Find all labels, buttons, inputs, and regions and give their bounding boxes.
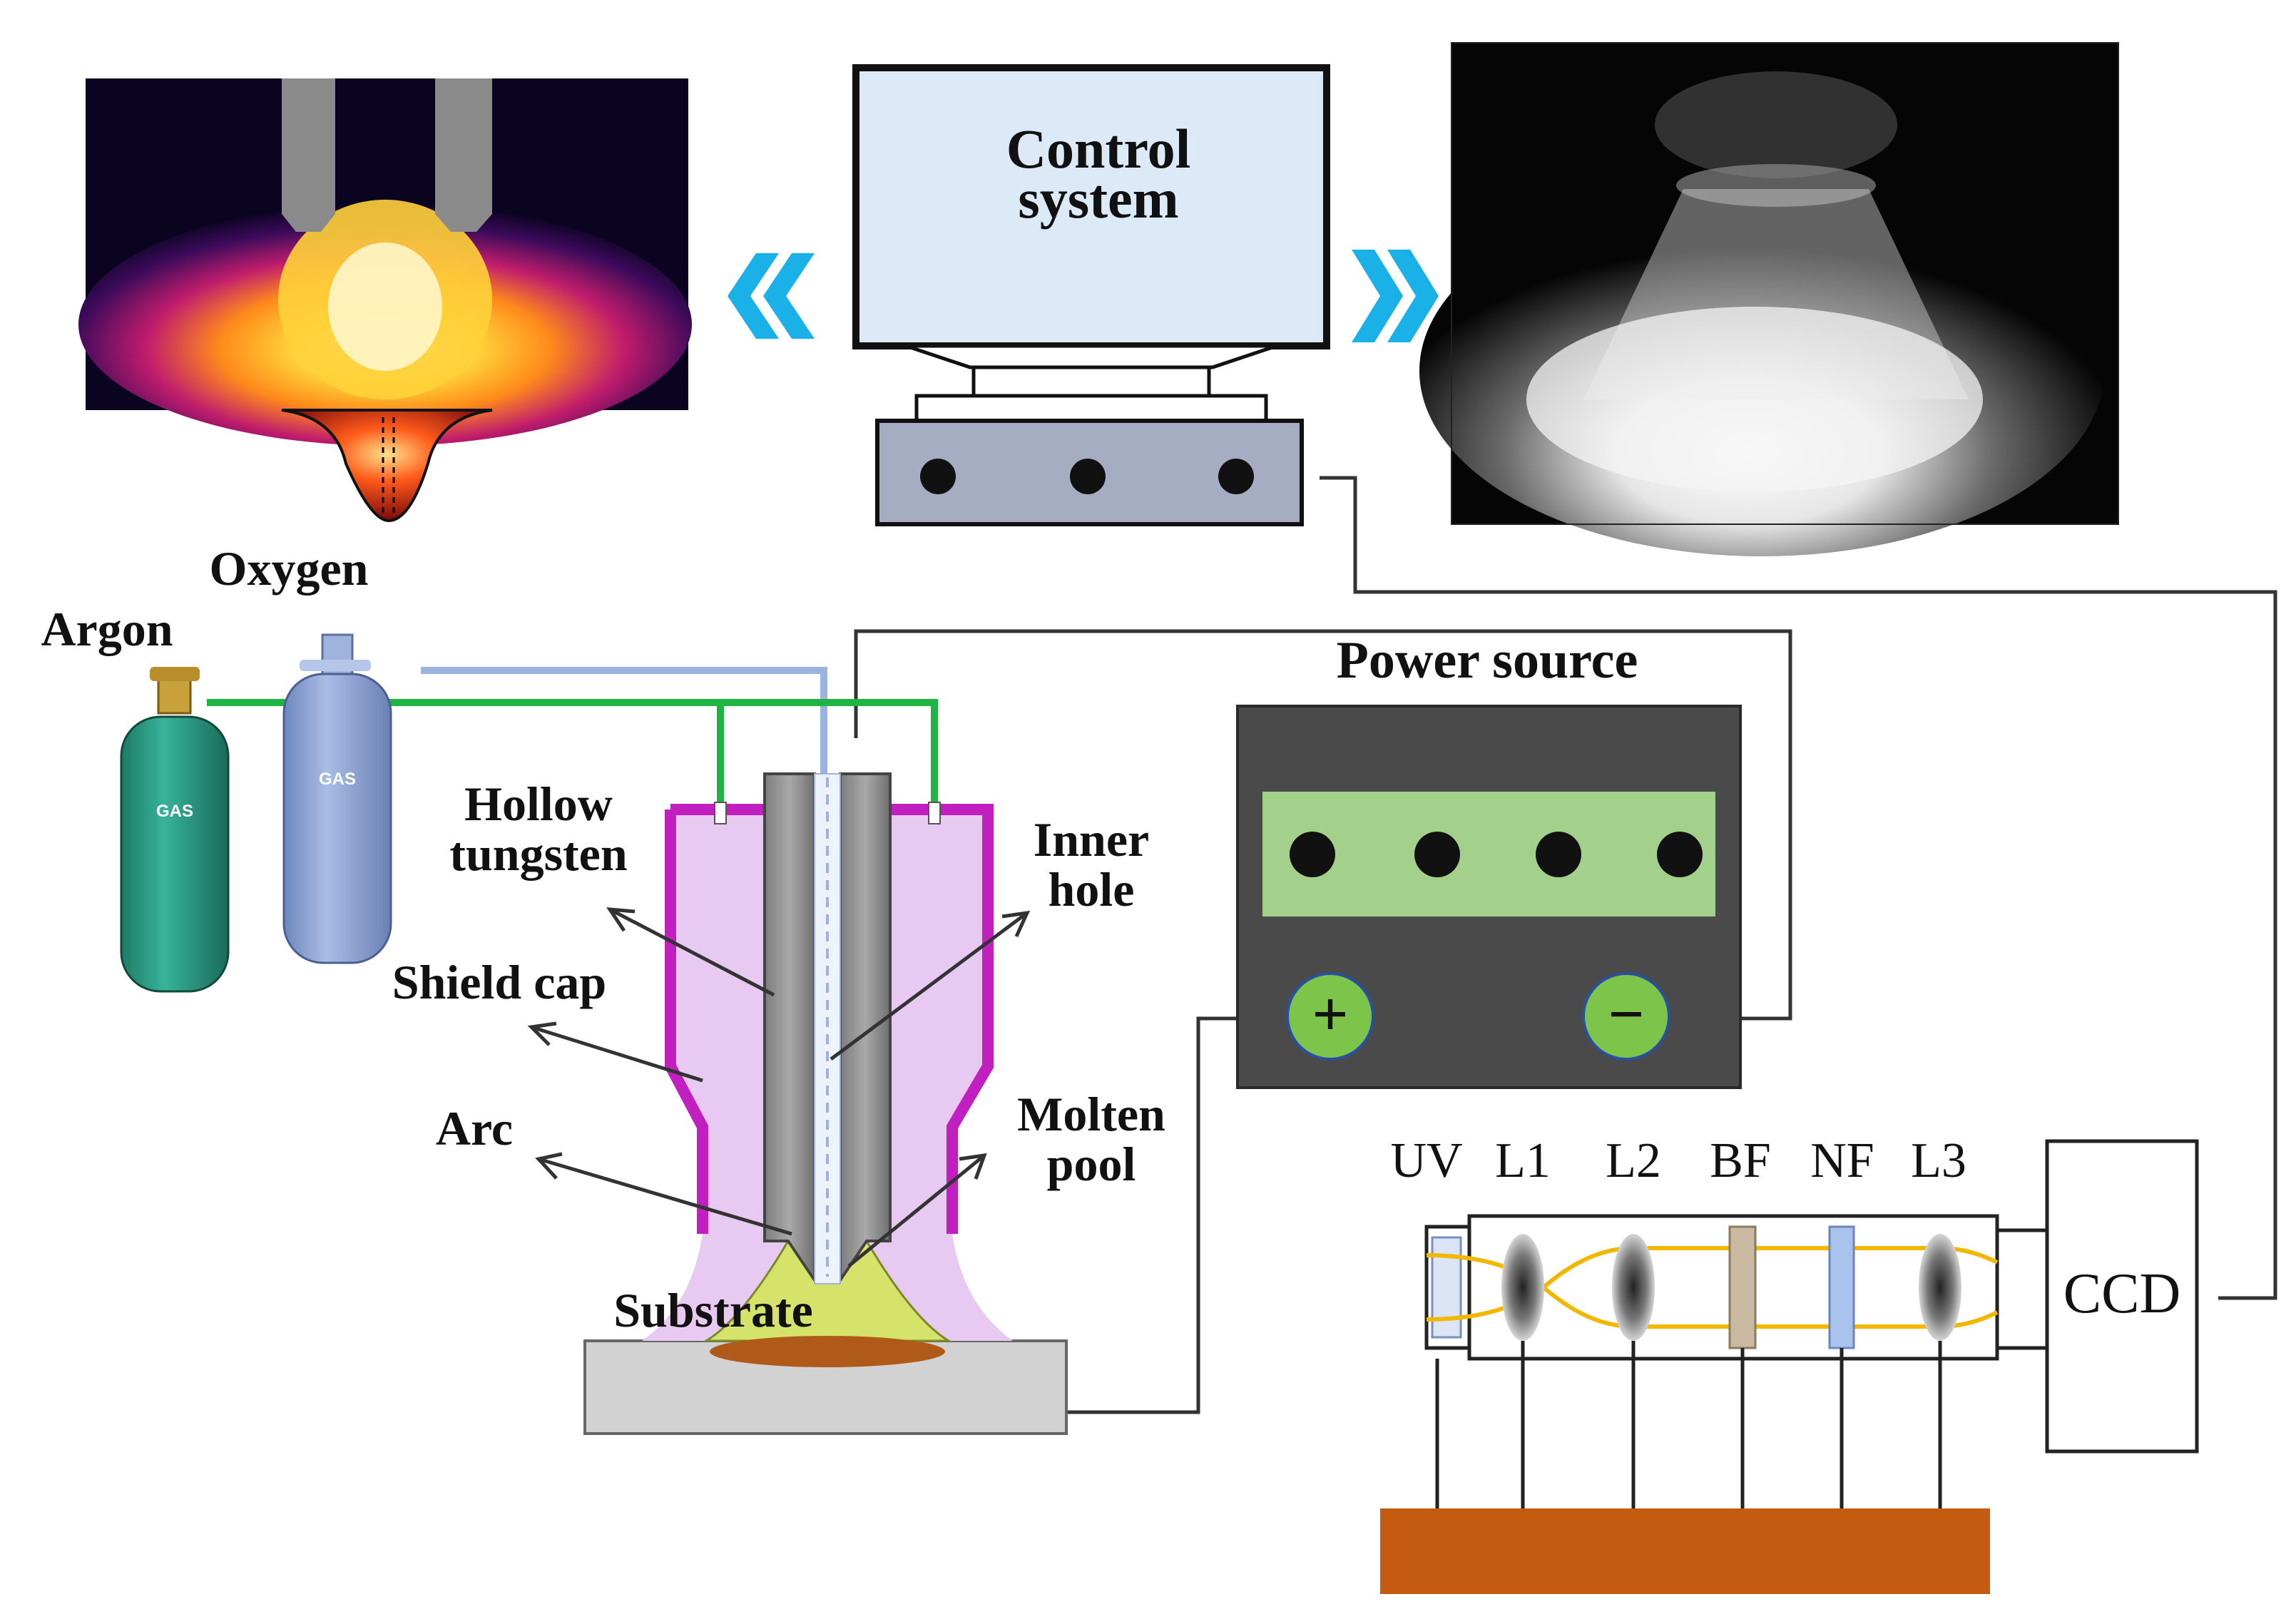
optic-label-bf: BF xyxy=(1710,1133,1771,1188)
shield-cap-left xyxy=(665,809,708,1234)
bandpass-filter xyxy=(1728,1225,1757,1349)
simulation-image xyxy=(78,78,692,523)
pool-bottom xyxy=(710,1336,945,1367)
tungsten-right xyxy=(839,772,892,1285)
ccd-label: CCD xyxy=(2063,1262,2181,1325)
minus-sign: − xyxy=(1608,979,1644,1050)
molten-pool-label-line2: pool xyxy=(1047,1137,1136,1191)
optic-label-l2: L2 xyxy=(1606,1133,1661,1188)
argon-gas-line xyxy=(207,699,938,817)
substrate-label: Substrate xyxy=(613,1283,813,1337)
optical-element-labels: UV L1 L2 BF NF L3 xyxy=(1390,1133,1966,1188)
inner-hole xyxy=(814,773,841,1285)
inner-hole-label-line2: hole xyxy=(1048,862,1135,916)
hollow-tungsten-label-line2: tungsten xyxy=(449,827,627,881)
ccd-camera: CCD xyxy=(2045,1139,2199,1454)
optical-bench xyxy=(1380,1214,2049,1594)
uv-filter xyxy=(1431,1236,1462,1339)
oxygen-gas-line xyxy=(421,667,827,774)
double-chevron-left-icon xyxy=(728,253,815,339)
torch-pointer-arrows xyxy=(527,907,1031,1267)
control-system-label-line1: Control xyxy=(1006,118,1191,180)
lens-l1 xyxy=(1501,1234,1544,1341)
molten-pool-label-line1: Molten xyxy=(1017,1087,1165,1141)
argon-cylinder: GAS xyxy=(120,667,230,993)
shield-cap-label: Shield cap xyxy=(392,955,606,1009)
inner-hole-label-line1: Inner xyxy=(1034,812,1149,867)
tungsten-left xyxy=(763,772,816,1285)
arc-photograph xyxy=(1419,42,2119,556)
optic-label-l1: L1 xyxy=(1495,1133,1551,1188)
plus-sign: + xyxy=(1312,979,1348,1050)
negative-terminal xyxy=(1582,972,1670,1061)
power-source: + − xyxy=(1236,705,1742,1089)
power-source-label: Power source xyxy=(1337,631,1638,690)
oxygen-label: Oxygen xyxy=(210,541,369,596)
oxygen-cylinder: GAS xyxy=(282,633,392,964)
hollow-tungsten-label-line1: Hollow xyxy=(464,777,613,831)
control-system-label-line2: system xyxy=(1018,168,1178,230)
optical-table xyxy=(1380,1508,1990,1594)
double-chevron-right-icon xyxy=(1352,250,1439,342)
oxygen-gas-tag: GAS xyxy=(319,770,356,789)
notch-filter xyxy=(1828,1225,1855,1349)
optic-label-nf: NF xyxy=(1810,1133,1874,1188)
molten-pool xyxy=(702,1240,953,1342)
control-system-monitor: Control system xyxy=(852,64,1330,526)
positive-terminal xyxy=(1286,972,1374,1061)
optic-label-uv: UV xyxy=(1390,1133,1462,1188)
arc-label: Arc xyxy=(436,1101,513,1155)
lens-l2 xyxy=(1612,1234,1655,1341)
wiring xyxy=(854,476,2277,1414)
lens-l3 xyxy=(1919,1234,1961,1341)
argon-gas-tag: GAS xyxy=(156,802,193,821)
argon-label: Argon xyxy=(41,602,173,656)
optic-label-l3: L3 xyxy=(1911,1133,1966,1188)
